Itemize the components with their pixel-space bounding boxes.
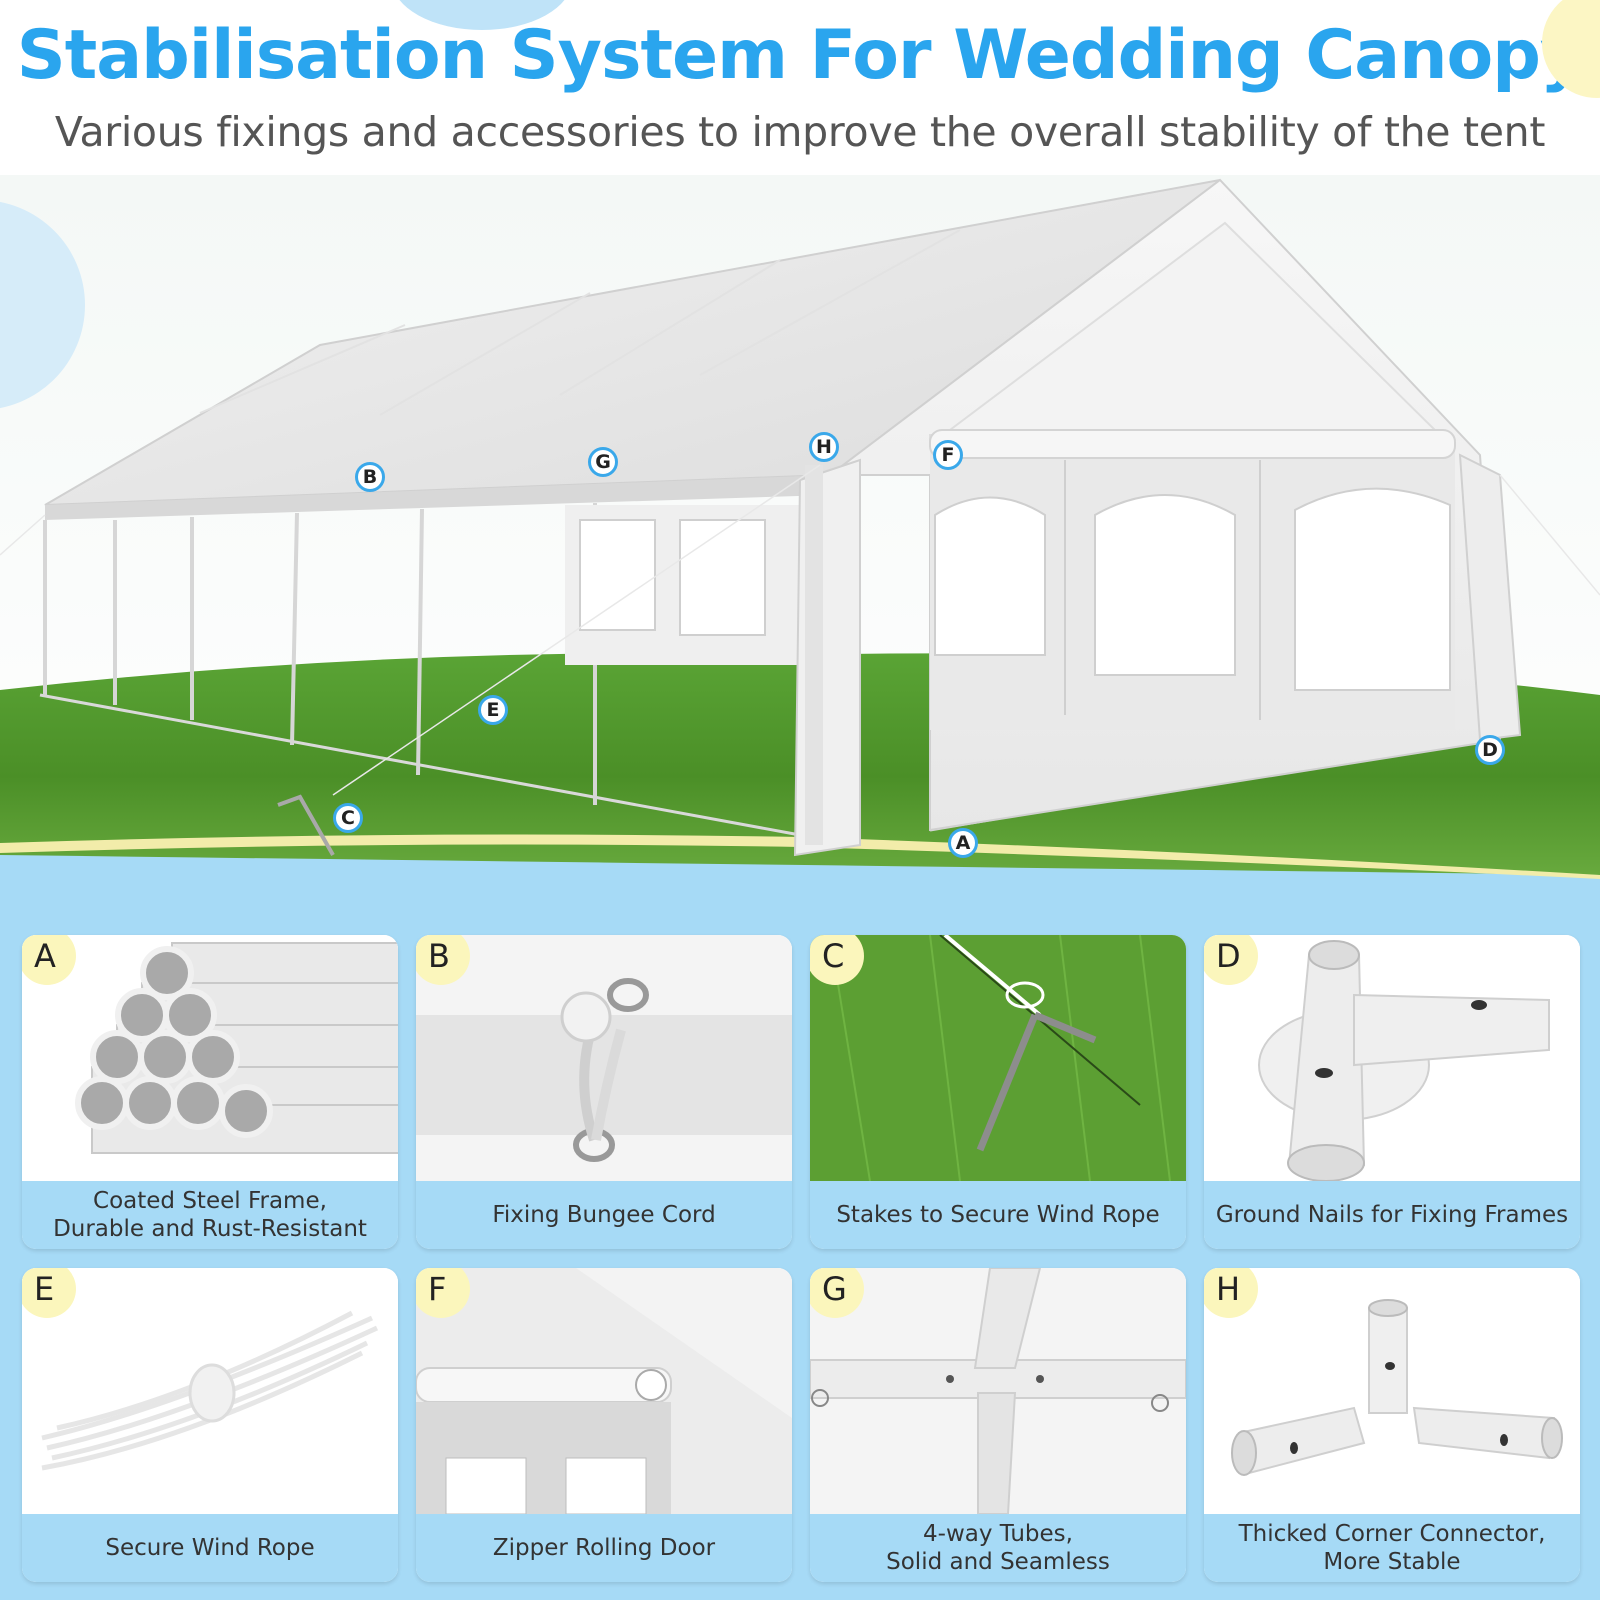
wind-rope-image xyxy=(22,1268,398,1514)
card-caption: Zipper Rolling Door xyxy=(416,1514,792,1582)
card-caption: Coated Steel Frame, Durable and Rust-Res… xyxy=(22,1181,398,1249)
card-caption: Stakes to Secure Wind Rope xyxy=(810,1181,1186,1249)
stake-image xyxy=(810,935,1186,1181)
card-caption: Fixing Bungee Cord xyxy=(416,1181,792,1249)
accessory-card-h: H Thicked Corner Connector, More Stable xyxy=(1204,1268,1580,1582)
rolling-door-image xyxy=(416,1268,792,1514)
page-title: Stabilisation System For Wedding Canopy xyxy=(16,16,1585,95)
card-letter: F xyxy=(428,1270,447,1308)
card-caption: Ground Nails for Fixing Frames xyxy=(1204,1181,1580,1249)
card-letter-badge: A xyxy=(22,935,76,985)
accessory-card-a: A Coated Steel Frame, Durable and Rust-R… xyxy=(22,935,398,1249)
card-letter-badge: C xyxy=(810,935,864,985)
ground-connector-image xyxy=(1204,935,1580,1181)
card-caption: Secure Wind Rope xyxy=(22,1514,398,1582)
accessories-panel: A Coated Steel Frame, Durable and Rust-R… xyxy=(0,880,1600,1600)
card-letter: D xyxy=(1216,937,1241,975)
card-letter: H xyxy=(1216,1270,1241,1308)
card-letter-badge: D xyxy=(1204,935,1258,985)
corner-connector-image xyxy=(1204,1268,1580,1514)
callout-e: E xyxy=(478,695,508,725)
callout-f: F xyxy=(933,440,963,470)
header: Stabilisation System For Wedding Canopy … xyxy=(0,0,1600,175)
callout-g: G xyxy=(588,447,618,477)
card-letter-badge: F xyxy=(416,1268,470,1318)
card-letter: G xyxy=(822,1270,847,1308)
card-letter-badge: B xyxy=(416,935,470,985)
card-letter-badge: E xyxy=(22,1268,76,1318)
accessory-card-c: C Stakes to Secure Wind Rope xyxy=(810,935,1186,1249)
callout-d: D xyxy=(1475,735,1505,765)
card-caption: 4-way Tubes, Solid and Seamless xyxy=(810,1514,1186,1582)
callout-h: H xyxy=(809,432,839,462)
accessory-card-f: F Zipper Rolling Door xyxy=(416,1268,792,1582)
callout-a: A xyxy=(948,828,978,858)
callout-c: C xyxy=(333,803,363,833)
accessory-card-g: G 4-way Tubes, Solid and Seamless xyxy=(810,1268,1186,1582)
card-letter: B xyxy=(428,937,450,975)
accessory-card-b: B Fixing Bungee Cord xyxy=(416,935,792,1249)
four-way-tube-image xyxy=(810,1268,1186,1514)
accessory-card-d: D Ground Nails for Fixing Frames xyxy=(1204,935,1580,1249)
card-caption: Thicked Corner Connector, More Stable xyxy=(1204,1514,1580,1582)
tent-illustration xyxy=(0,175,1600,900)
tent-scene xyxy=(0,175,1600,900)
card-letter-badge: H xyxy=(1204,1268,1258,1318)
page-subtitle: Various fixings and accessories to impro… xyxy=(54,108,1546,156)
accessory-card-e: E Secure Wind Rope xyxy=(22,1268,398,1582)
bungee-cord-image xyxy=(416,935,792,1181)
callout-b: B xyxy=(355,462,385,492)
card-letter: A xyxy=(34,937,56,975)
card-letter: E xyxy=(34,1270,55,1308)
card-letter: C xyxy=(822,937,845,975)
steel-tubes-image xyxy=(22,935,398,1181)
card-letter-badge: G xyxy=(810,1268,864,1318)
